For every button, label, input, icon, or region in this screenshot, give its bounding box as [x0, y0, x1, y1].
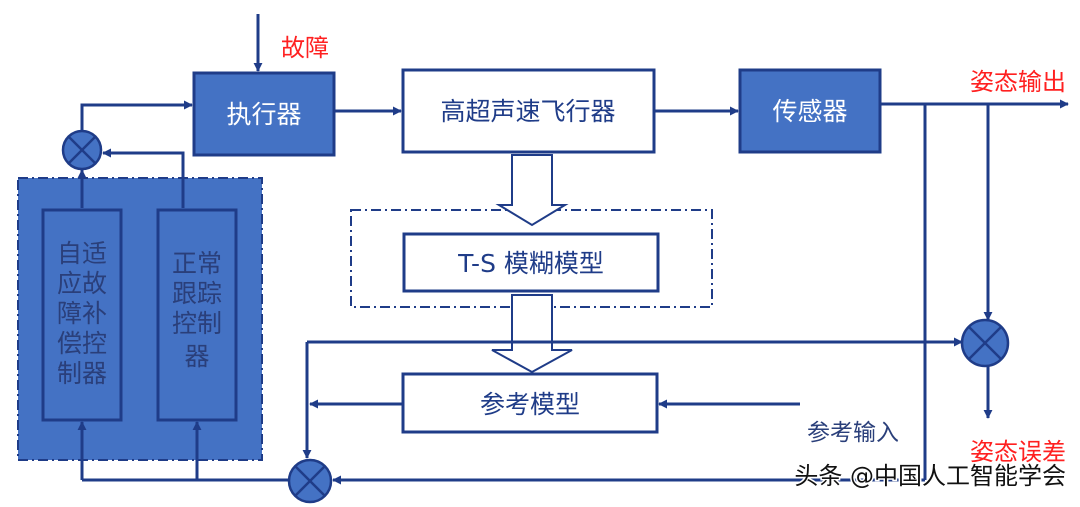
hollow-down-arrow-icon — [491, 294, 573, 374]
circle-cross-icon — [960, 318, 1010, 368]
tracking-controller-line: 器 — [184, 342, 209, 371]
hollow-down-arrow-icon — [495, 154, 569, 227]
tracking-controller-line: 跟踪 — [172, 279, 222, 308]
watermark-text: 头条 @中国人工智能学会 — [794, 462, 1066, 490]
tracking-controller-line: 控制 — [172, 309, 222, 338]
circle-cross-icon — [287, 458, 333, 504]
ts-model-label: T-S 模糊模型 — [457, 249, 604, 278]
sensor-block: 传感器 — [738, 68, 882, 154]
ts-model-block: T-S 模糊模型 — [402, 232, 660, 293]
adaptive-controller-line: 应故 — [57, 269, 107, 298]
adaptive-controller-line: 制器 — [57, 359, 107, 388]
tracking-controller-line: 正常 — [172, 249, 222, 278]
tracking-to-sum-arrow — [102, 148, 185, 208]
circle-cross-icon — [61, 129, 103, 171]
fault-label: 故障 — [281, 34, 329, 62]
adaptive-controller-block: 自适 应故 障补 偿控 制器 — [41, 208, 123, 422]
reference-input-label: 参考输入 — [807, 420, 899, 446]
aircraft-block: 高超声速飞行器 — [401, 68, 656, 154]
adaptive-controller-line: 偿控 — [57, 329, 107, 358]
sensor-label: 传感器 — [772, 97, 847, 126]
adaptive-controller-line: 障补 — [57, 299, 107, 328]
actuator-block: 执行器 — [192, 71, 336, 157]
signal-lines — [77, 14, 1069, 485]
attitude-error-label: 姿态误差 — [970, 438, 1066, 466]
attitude-output-label: 姿态输出 — [970, 68, 1066, 96]
sum-to-actuator-arrow — [80, 100, 193, 130]
actuator-label: 执行器 — [226, 100, 301, 129]
reference-model-label: 参考模型 — [480, 390, 580, 419]
tracking-controller-block: 正常 跟踪 控制 器 — [156, 208, 238, 422]
aircraft-label: 高超声速飞行器 — [440, 97, 615, 126]
adaptive-controller-line: 自适 — [57, 239, 107, 268]
reference-model-block: 参考模型 — [401, 372, 659, 434]
